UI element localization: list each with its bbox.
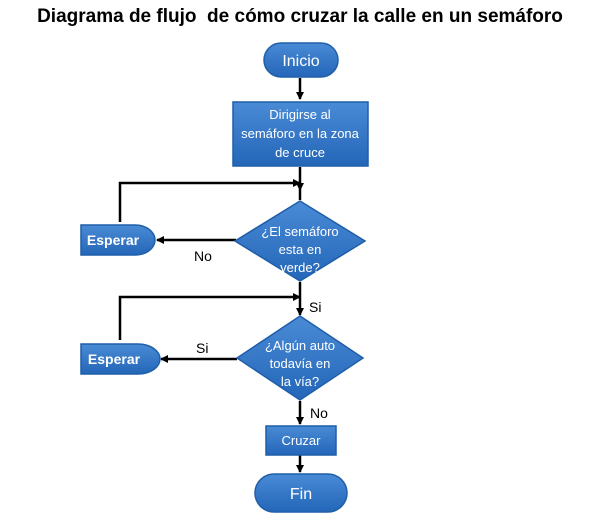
node-start: Inicio xyxy=(263,42,339,78)
node-go-to-light: Dirigirse al semáforo en la zona de cruc… xyxy=(232,101,369,167)
node-decision-car-line-1: ¿Algún auto xyxy=(265,338,335,353)
node-go-to-light-line-1: Dirigirse al xyxy=(269,107,331,122)
node-wait-2: Esperar xyxy=(80,343,161,375)
node-start-label: Inicio xyxy=(282,53,319,70)
arrow-wait-loop-back-1 xyxy=(118,179,301,222)
node-end: Fin xyxy=(254,473,348,513)
arrow-wait-loop-back-2 xyxy=(118,293,301,340)
node-decision-car: ¿Algún auto todavía en la vía? xyxy=(235,315,365,401)
node-wait-1-label: Esperar xyxy=(87,232,140,248)
node-end-label: Fin xyxy=(290,486,312,503)
edge-label-green-no: No xyxy=(194,248,212,264)
diagram-title: Diagrama de flujo de cómo cruzar la call… xyxy=(37,6,563,27)
node-go-to-light-line-3: de cruce xyxy=(275,145,325,160)
node-decision-green: ¿El semáforo esta en verde? xyxy=(233,200,367,282)
node-decision-green-line-1: ¿El semáforo xyxy=(261,224,338,239)
node-cross-label: Cruzar xyxy=(281,433,321,448)
connectors xyxy=(118,78,304,473)
node-decision-green-line-3: verde? xyxy=(280,260,320,275)
node-wait-2-label: Esperar xyxy=(88,351,141,367)
node-decision-car-line-2: todavía en xyxy=(270,356,331,371)
node-go-to-light-line-2: semáforo en la zona xyxy=(241,126,360,141)
edge-label-car-no: No xyxy=(310,405,328,421)
node-decision-green-line-2: esta en xyxy=(279,242,322,257)
edge-label-green-yes: Si xyxy=(309,299,321,315)
node-cross: Cruzar xyxy=(265,425,337,456)
edge-label-car-yes: Si xyxy=(196,340,208,356)
node-decision-car-line-3: la vía? xyxy=(281,374,319,389)
node-wait-1: Esperar xyxy=(80,224,156,256)
